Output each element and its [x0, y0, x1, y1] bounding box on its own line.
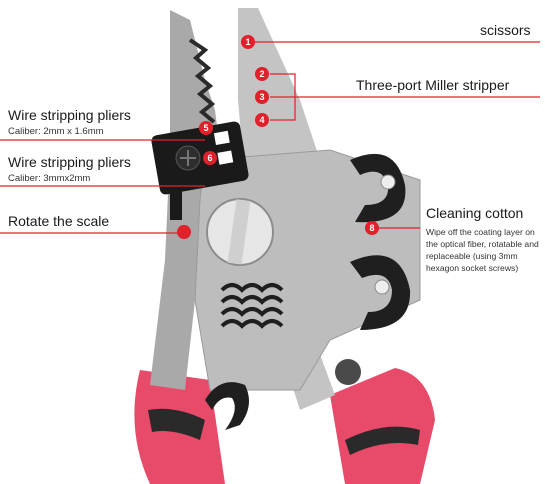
label-cleaning-desc: Wipe off the coating layer on the optica…: [426, 227, 539, 273]
pivot-screw-slot: [227, 199, 251, 265]
scale-slot-2: [217, 150, 234, 165]
cleaning-wheel-bottom: [350, 255, 411, 330]
label-miller-stripper: Three-port Miller stripper: [356, 77, 510, 93]
callout-lines: [0, 41, 540, 234]
scale-lever: [170, 180, 182, 220]
marker-7: [177, 225, 191, 239]
callout-markers: 1 2 3 4 5 6 8: [177, 35, 379, 239]
wheel-top-screw: [380, 174, 396, 190]
label-wsp1-caliber: Caliber: 2mm x 1.6mm: [8, 126, 104, 137]
marker-number-8: 8: [369, 223, 374, 233]
marker-4: [255, 113, 269, 127]
scale-screw-cross: [180, 150, 196, 166]
marker-1: [241, 35, 255, 49]
marker-number-2: 2: [259, 69, 264, 79]
wheel-bottom-screw: [374, 279, 390, 295]
marker-5: [199, 121, 213, 135]
label-rotate-scale: Rotate the scale: [8, 213, 110, 229]
left-handle-grip: [148, 408, 205, 440]
bottom-rivet: [335, 359, 361, 385]
left-jaw: [150, 10, 220, 390]
spring: [220, 283, 284, 329]
marker-number-3: 3: [259, 92, 264, 102]
label-scissors: scissors: [480, 22, 531, 38]
left-jaw-teeth: [188, 38, 216, 124]
label-cleaning-cotton: Cleaning cotton: [426, 205, 524, 221]
marker-3: [255, 90, 269, 104]
label-wsp2-caliber: Caliber: 3mmx2mm: [8, 173, 91, 184]
label-wsp1-title: Wire stripping pliers: [8, 107, 131, 123]
right-handle: [330, 368, 435, 484]
marker-number-5: 5: [203, 123, 208, 133]
cleaning-wheel-top: [350, 153, 406, 223]
label-wsp2-title: Wire stripping pliers: [8, 154, 131, 170]
lower-hook: [205, 382, 249, 430]
marker-6: [203, 151, 217, 165]
marker-number-1: 1: [245, 37, 250, 47]
marker-2: [255, 67, 269, 81]
right-handle-grip: [345, 426, 420, 455]
marker-number-6: 6: [207, 153, 212, 163]
scale-slot-1: [213, 130, 230, 146]
marker-8: [365, 221, 379, 235]
line-miller-bracket: [270, 73, 540, 121]
marker-number-4: 4: [259, 115, 264, 125]
